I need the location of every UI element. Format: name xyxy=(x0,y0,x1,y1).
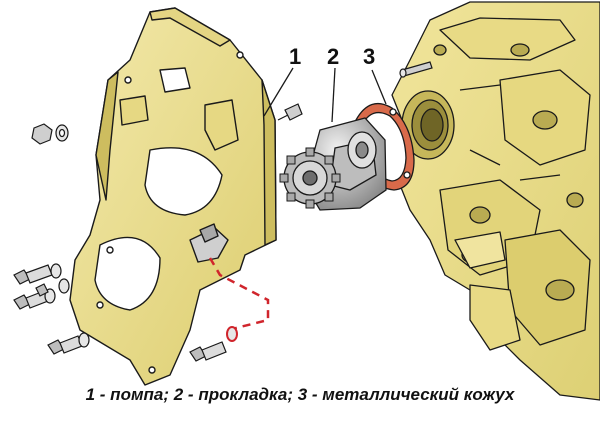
callout-number-2: 2 xyxy=(327,44,339,69)
pump-gear xyxy=(279,147,341,209)
stud-bolt xyxy=(399,61,433,78)
bracket-bolt-leader xyxy=(208,257,270,332)
bolt-2 xyxy=(13,288,56,310)
fasteners xyxy=(13,123,238,362)
callout-number-3: 3 xyxy=(363,44,375,69)
bolt-1 xyxy=(13,263,62,285)
bracket-bolt xyxy=(189,326,238,362)
callout-leaders xyxy=(263,67,387,123)
bolt-4 xyxy=(47,332,90,355)
callout-number-1: 1 xyxy=(289,44,301,69)
water-pump-part-2 xyxy=(279,117,387,211)
timing-cover-part-1 xyxy=(69,7,277,386)
engine-block xyxy=(391,1,600,401)
figure-caption: 1 - помпа; 2 - прокладка; 3 - металличес… xyxy=(85,385,515,404)
pump-bolt xyxy=(277,103,303,121)
bolt-3 xyxy=(35,278,70,297)
block-pump-opening xyxy=(401,90,455,160)
nut-washer-top xyxy=(31,123,69,145)
